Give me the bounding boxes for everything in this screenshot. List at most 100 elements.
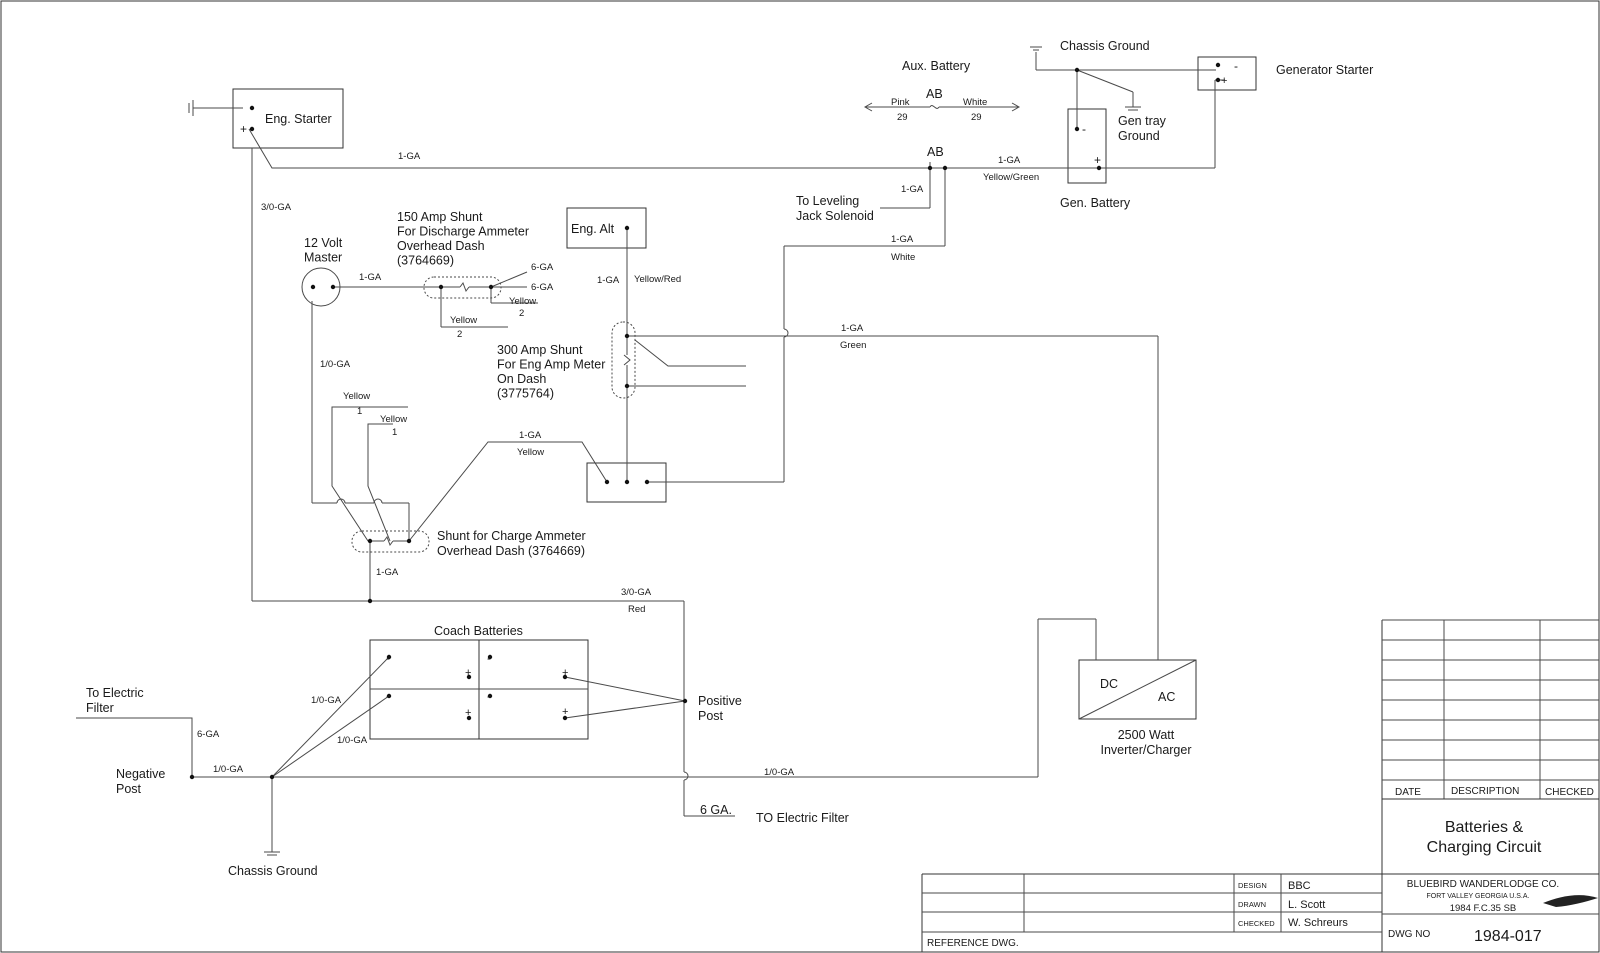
wire-label: 1-GA (376, 567, 399, 578)
wire-label: 6-GA (531, 262, 554, 273)
eng-alt-box (566, 207, 647, 249)
six-ga-label: 6 GA. (700, 803, 732, 817)
reference-dwg-label: REFERENCE DWG. (927, 938, 1019, 949)
design-value: BBC (1288, 880, 1311, 892)
svg-text:+: + (1094, 153, 1101, 167)
checked-value: W. Schreurs (1288, 917, 1348, 929)
svg-text:-: - (1234, 59, 1238, 73)
inverter-box (1078, 659, 1197, 720)
wire-label: 3/0-GA (261, 202, 292, 213)
svg-text:+: + (1221, 75, 1227, 87)
wire-label: Pink (891, 97, 910, 108)
chassis-ground-bottom-label: Chassis Ground (228, 864, 318, 878)
svg-text:+: + (465, 667, 471, 679)
company-location: FORT VALLEY GEORGIA U.S.A. (1427, 893, 1530, 900)
wire-label: 3/0-GA (621, 587, 652, 598)
svg-text:+: + (562, 667, 568, 679)
wire-label: Yellow (380, 414, 407, 425)
model-label: 1984 F.C.35 SB (1450, 903, 1517, 914)
wire-label: White (963, 97, 987, 108)
company-name: BLUEBIRD WANDERLODGE CO. (1407, 879, 1559, 890)
wire-label: 2 (457, 329, 462, 340)
checked-label: CHECKED (1238, 919, 1275, 928)
ab-top-label: AB (926, 87, 943, 101)
wire-label: 29 (897, 112, 908, 123)
bluebird-logo (1543, 895, 1598, 907)
wire-label: 6-GA (531, 282, 554, 293)
wire-label: 2 (519, 308, 524, 319)
drawing-title: Batteries &Charging Circuit (1427, 819, 1542, 856)
generator-starter-box (1197, 56, 1257, 91)
terminal-dots (189, 62, 1221, 780)
svg-text:-: - (1082, 122, 1086, 136)
description-header: DESCRIPTION (1451, 786, 1519, 797)
wire-1ga-main (248, 128, 1215, 169)
gen-battery-label: Gen. Battery (1060, 196, 1131, 210)
wire-label: 1-GA (901, 184, 924, 195)
dwg-no-label: DWG NO (1388, 929, 1430, 940)
svg-text:+: + (562, 706, 568, 718)
generator-starter-label: Generator Starter (1276, 63, 1373, 77)
wire-label: Yellow/Red (634, 274, 681, 285)
wire-label: 1 (392, 427, 397, 438)
svg-text:+: + (240, 122, 247, 136)
wire-label: 6-GA (197, 729, 220, 740)
svg-text:-: - (487, 689, 491, 703)
eng-starter-label: Eng. Starter (265, 112, 332, 126)
design-label: DESIGN (1238, 881, 1267, 890)
eng-alt-label: Eng. Alt (571, 222, 615, 236)
date-header: DATE (1395, 787, 1421, 798)
wire-label: 29 (971, 112, 982, 123)
dwg-no-value: 1984-017 (1474, 928, 1542, 945)
ac-label: AC (1158, 690, 1175, 704)
wire-label: Red (628, 604, 645, 615)
wire-label: Yellow (517, 447, 544, 458)
chassis-ground-top-label: Chassis Ground (1060, 39, 1150, 53)
wire-label: 1/0-GA (764, 767, 795, 778)
wire-label: Yellow/Green (983, 172, 1039, 183)
svg-text:-: - (386, 651, 390, 665)
wire-label: 1-GA (398, 151, 421, 162)
to-electric-filter-bottom-label: TO Electric Filter (756, 811, 849, 825)
wire-label: 1/0-GA (213, 764, 244, 775)
aux-battery-label: Aux. Battery (902, 59, 971, 73)
wire-label: 1-GA (891, 234, 914, 245)
coach-batteries-label: Coach Batteries (434, 624, 523, 638)
checked-header: CHECKED (1545, 787, 1594, 798)
wire-label: 1 (357, 406, 362, 417)
shunt-charge (351, 530, 430, 553)
gen-battery-box (1067, 108, 1107, 184)
ab-mid-label: AB (927, 145, 944, 159)
wire-label: 1/0-GA (320, 359, 351, 370)
wire-label: Yellow (509, 296, 536, 307)
wire-label: Green (840, 340, 866, 351)
revision-block (921, 619, 1599, 952)
svg-text:-: - (386, 689, 390, 703)
eng-starter-box (232, 88, 344, 149)
wire-label: 1/0-GA (337, 735, 368, 746)
svg-text:-: - (487, 651, 491, 665)
wire-label: 1/0-GA (311, 695, 342, 706)
drawn-value: L. Scott (1288, 899, 1325, 911)
drawn-label: DRAWN (1238, 900, 1266, 909)
shunt-300 (611, 321, 636, 399)
wire-label: 1-GA (519, 430, 542, 441)
wire-label: White (891, 252, 915, 263)
wire-label: Yellow (450, 315, 477, 326)
wire-label: Yellow (343, 391, 370, 402)
wire-label: 1-GA (841, 323, 864, 334)
wire-label: 1-GA (998, 155, 1021, 166)
svg-text:+: + (465, 707, 471, 719)
